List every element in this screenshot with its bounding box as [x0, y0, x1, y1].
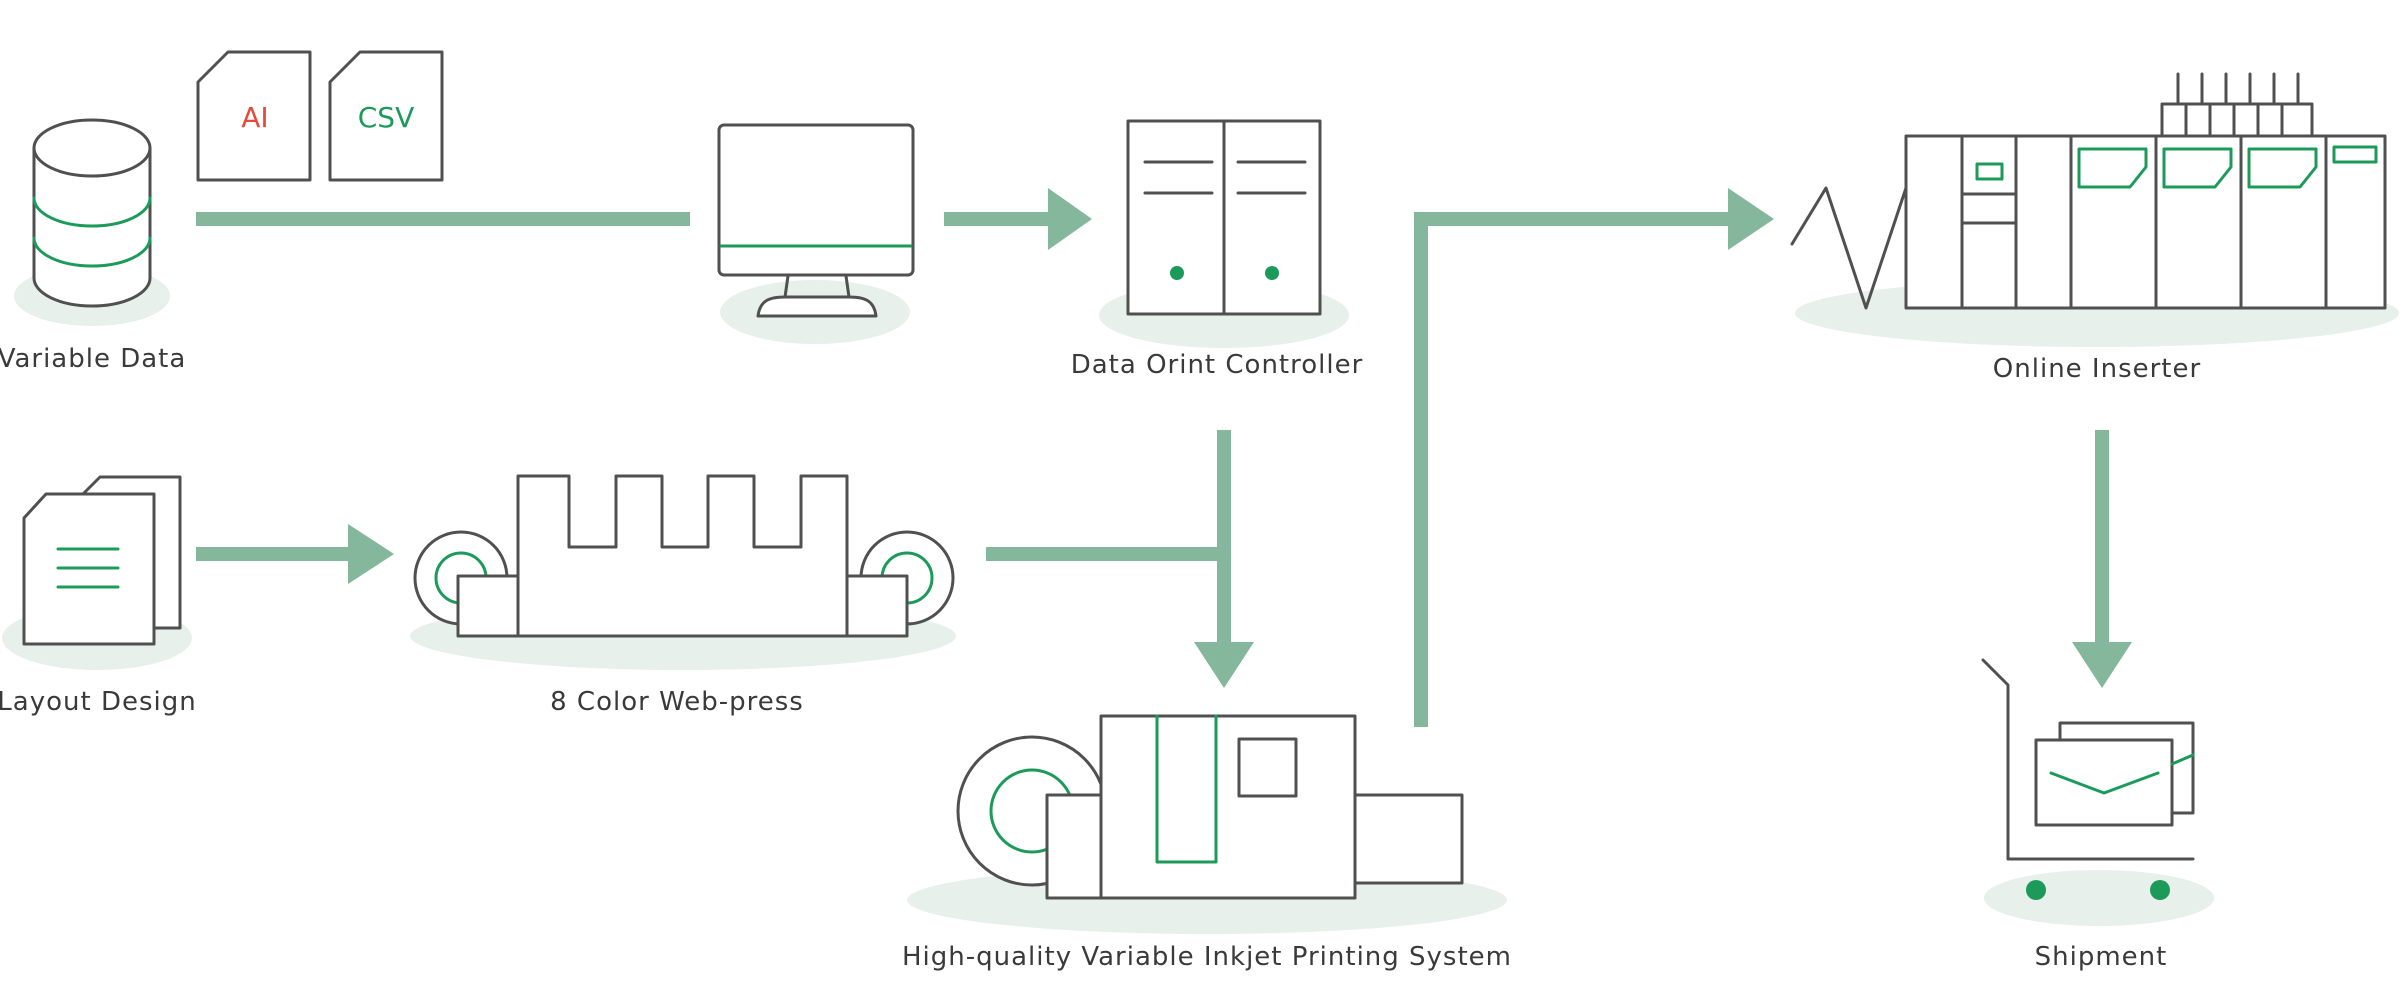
inkjet-printer-icon	[956, 714, 1464, 900]
database-icon	[32, 118, 152, 308]
label-controller: Data Orint Controller	[1071, 350, 1364, 380]
node-controller: Data Orint Controller	[1071, 119, 1364, 380]
ai-file-icon: AI	[196, 50, 312, 182]
flow-arrowhead-shipment	[2072, 642, 2132, 688]
inserter-machine-icon	[1790, 72, 2387, 310]
label-inserter: Online Inserter	[1993, 354, 2201, 384]
file-icons: AI CSV	[196, 50, 444, 182]
node-variable-data: Variable Data	[0, 118, 186, 374]
node-inserter: Online Inserter	[1790, 72, 2399, 384]
document-stack-icon	[22, 475, 182, 646]
flow-inkjet-to-inserter	[1414, 212, 1732, 727]
node-layout-design: Layout Design	[0, 475, 197, 717]
flow-arrowhead-press	[348, 524, 394, 584]
label-layout-design: Layout Design	[0, 687, 197, 717]
label-variable-data: Variable Data	[0, 344, 186, 374]
csv-file-tag: CSV	[358, 101, 414, 134]
mail-cart-icon	[1981, 658, 2195, 900]
flow-arrowhead-inkjet	[1194, 642, 1254, 688]
flow-arrowhead-controller	[1048, 188, 1092, 250]
flow-connectors	[196, 188, 2132, 727]
node-shipment: Shipment	[1981, 658, 2214, 972]
node-monitor	[717, 123, 915, 344]
node-web-press: 8 Color Web-press	[410, 474, 956, 717]
ai-file-tag: AI	[241, 101, 268, 134]
label-web-press: 8 Color Web-press	[550, 687, 804, 717]
label-inkjet: High-quality Variable Inkjet Printing Sy…	[902, 942, 1512, 972]
server-cabinet-icon	[1126, 119, 1322, 316]
csv-file-icon: CSV	[328, 50, 444, 182]
web-press-icon	[413, 474, 955, 638]
shadow	[1984, 870, 2214, 926]
label-shipment: Shipment	[2035, 942, 2168, 972]
monitor-icon	[717, 123, 915, 318]
node-inkjet: High-quality Variable Inkjet Printing Sy…	[902, 714, 1512, 972]
flow-arrowhead-inserter	[1728, 188, 1774, 250]
